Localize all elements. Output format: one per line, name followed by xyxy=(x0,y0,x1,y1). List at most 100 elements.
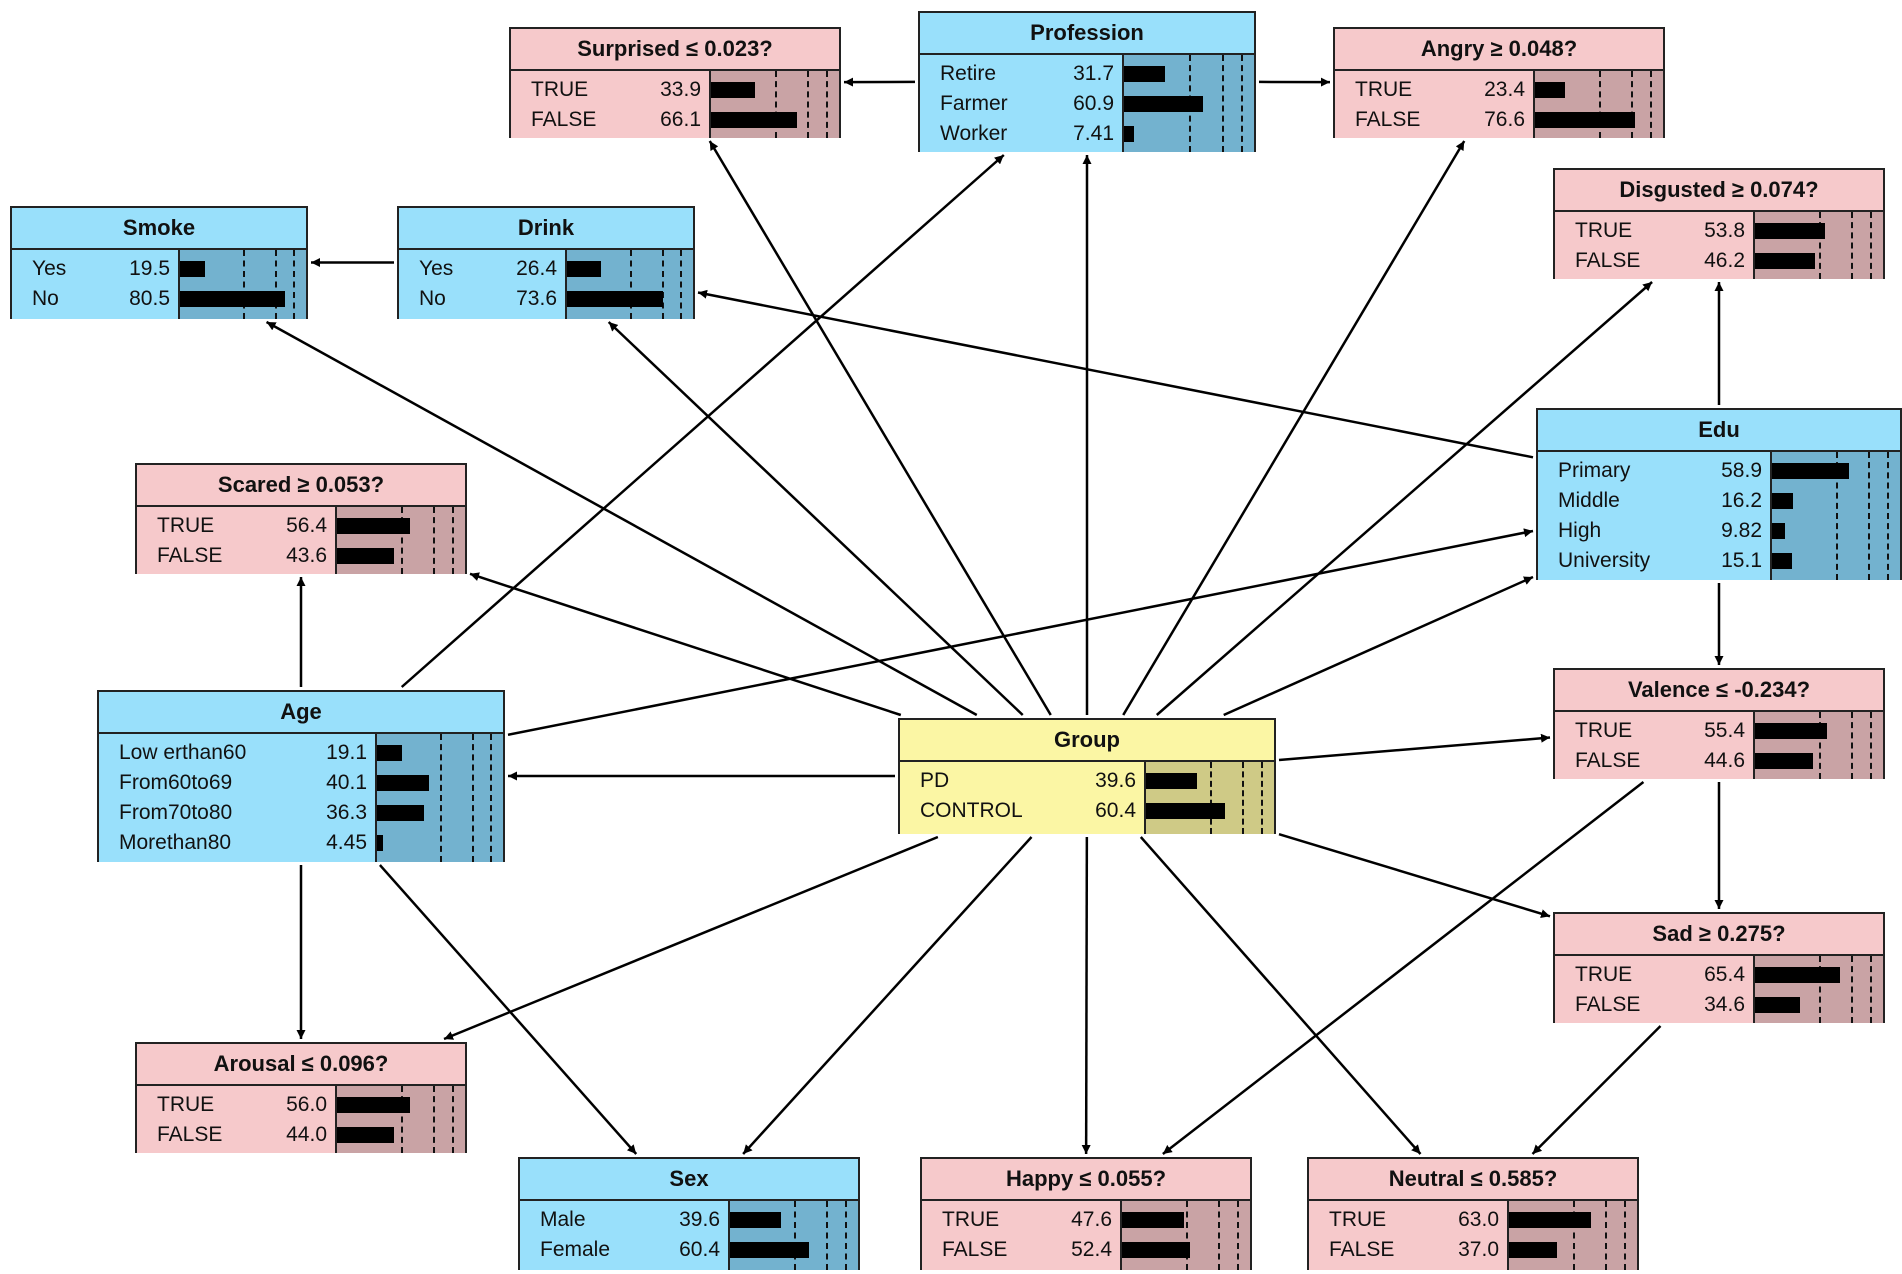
state-value: 76.6 xyxy=(1484,108,1525,131)
state-value: 34.6 xyxy=(1704,993,1745,1016)
bar-gridline xyxy=(440,734,442,862)
probability-bar xyxy=(1772,463,1849,479)
state-label: Female xyxy=(540,1238,611,1261)
bar-gridline xyxy=(1222,55,1224,152)
state-value: 23.4 xyxy=(1484,78,1525,101)
node-title: Valence ≤ -0.234? xyxy=(1555,670,1883,712)
edge-group-to-neutral xyxy=(1139,836,1422,1155)
probability-bar xyxy=(1122,1212,1184,1228)
state-value: 19.5 xyxy=(129,257,170,280)
bar-gridline xyxy=(807,71,809,138)
probability-bar xyxy=(1772,493,1794,509)
state-label: TRUE xyxy=(531,78,589,101)
state-value: 36.3 xyxy=(326,801,367,824)
node-title: Sex xyxy=(520,1159,858,1201)
probability-bar xyxy=(1146,803,1225,819)
bar-gridline xyxy=(1819,212,1821,279)
state-label: Farmer xyxy=(940,92,1008,115)
state-label: FALSE xyxy=(157,544,223,567)
bar-gridline xyxy=(794,1201,796,1270)
state-value: 60.4 xyxy=(679,1238,720,1261)
state-value: 63.0 xyxy=(1458,1208,1499,1231)
bar-gridline xyxy=(1631,71,1633,138)
node-title: Happy ≤ 0.055? xyxy=(922,1159,1250,1201)
state-label: No xyxy=(32,287,59,310)
state-value: 47.6 xyxy=(1071,1208,1112,1231)
node-title: Arousal ≤ 0.096? xyxy=(137,1044,465,1086)
node-title: Drink xyxy=(399,208,693,250)
probability-bar xyxy=(180,261,206,277)
probability-bar xyxy=(730,1212,782,1228)
probability-bar xyxy=(377,805,425,821)
bar-gridline xyxy=(452,1086,454,1153)
bar-gridline xyxy=(490,734,492,862)
edge-age-to-profession xyxy=(400,154,1005,688)
state-label: Male xyxy=(540,1208,586,1231)
state-label: Yes xyxy=(32,257,67,280)
state-row: Morethan80 4.45 xyxy=(119,828,375,858)
probability-bar xyxy=(1509,1242,1558,1258)
node-title: Disgusted ≥ 0.074? xyxy=(1555,170,1883,212)
state-value: 39.6 xyxy=(679,1208,720,1231)
edge-age-to-edu xyxy=(507,528,1534,737)
state-value: 15.1 xyxy=(1721,549,1762,572)
edge-group-to-scared xyxy=(469,572,902,717)
state-value: 44.6 xyxy=(1704,749,1745,772)
state-row: PD 39.6 xyxy=(920,766,1144,796)
probability-bar xyxy=(1146,773,1198,789)
state-label: PD xyxy=(920,769,950,792)
bar-gridline xyxy=(1605,1201,1607,1270)
bar-gridline xyxy=(662,250,664,319)
state-value: 80.5 xyxy=(129,287,170,310)
state-value: 46.2 xyxy=(1704,249,1745,272)
probability-bar xyxy=(180,291,285,307)
edge-group-to-valence xyxy=(1278,733,1551,762)
state-label: Morethan80 xyxy=(119,831,232,854)
bar-gridline xyxy=(775,71,777,138)
bar-gridline xyxy=(1851,212,1853,279)
state-value: 4.45 xyxy=(326,831,367,854)
probability-bar xyxy=(730,1242,809,1258)
node-title: Group xyxy=(900,720,1274,762)
state-label: TRUE xyxy=(1329,1208,1387,1231)
bar-gridline xyxy=(452,507,454,574)
bar-gridline xyxy=(293,250,295,319)
node-title: Neutral ≤ 0.585? xyxy=(1309,1159,1637,1201)
probability-bar xyxy=(1124,96,1204,112)
state-value: 39.6 xyxy=(1095,769,1136,792)
bar-gridline xyxy=(826,71,828,138)
state-value: 55.4 xyxy=(1704,719,1745,742)
probability-bar xyxy=(1772,553,1792,569)
edge-sad-to-neutral xyxy=(1531,1025,1662,1155)
bar-gridline xyxy=(1573,1201,1575,1270)
state-label: TRUE xyxy=(157,1093,215,1116)
bar-gridline xyxy=(1836,452,1838,580)
bar-gridline xyxy=(243,250,245,319)
bar-gridline xyxy=(433,507,435,574)
node-title: Smoke xyxy=(12,208,306,250)
node-title: Profession xyxy=(920,13,1254,55)
state-label: From70to80 xyxy=(119,801,233,824)
state-label: TRUE xyxy=(1575,219,1633,242)
probability-bar xyxy=(377,775,430,791)
bar-gridline xyxy=(401,507,403,574)
